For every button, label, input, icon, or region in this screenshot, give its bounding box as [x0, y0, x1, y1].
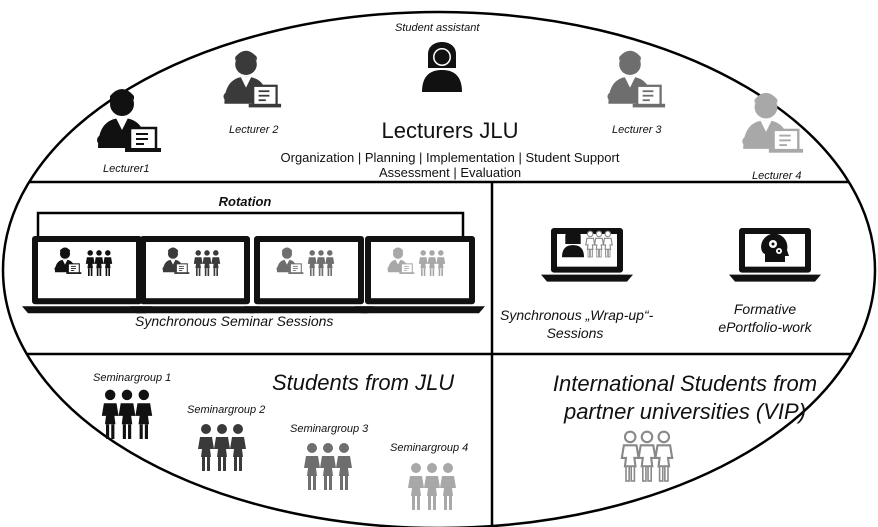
tasks-line-2: Assessment | Evaluation — [378, 165, 522, 180]
portfolio-line-2: ePortfolio-work — [718, 319, 812, 335]
seminar-laptop-3-students-icon — [307, 250, 335, 276]
wrapup-caption: Synchronous „Wrap-up“- Sessions — [500, 306, 654, 342]
seminar-sessions-caption: Synchronous Seminar Sessions — [135, 313, 334, 329]
tasks-line-1: Organization | Planning | Implementation… — [280, 150, 620, 165]
students-jlu-title: Students from JLU — [272, 370, 455, 395]
international-students-title: International Students from partner univ… — [500, 370, 870, 426]
wrapup-students-icon — [585, 230, 613, 258]
wrapup-line-1: Synchronous „Wrap-up“- — [500, 307, 654, 323]
seminar-laptop-1-lecturer-icon — [54, 247, 82, 274]
portfolio-line-1: Formative — [733, 301, 797, 317]
lecturer-tasks: Organization | Planning | Implementation… — [230, 150, 670, 180]
seminargroup-3-label: Seminargroup 3 — [290, 423, 369, 435]
international-students-icon — [620, 430, 674, 482]
seminar-laptop-2-lecturer-icon — [162, 247, 190, 274]
seminargroup-2-label: Seminargroup 2 — [187, 404, 266, 416]
lecturer-4-label: Lecturer 4 — [752, 170, 802, 182]
wrapup-assistant-icon — [562, 229, 584, 258]
seminar-laptop-2 — [130, 236, 260, 314]
lecturer-3-icon — [607, 50, 666, 108]
lecturer-2-icon — [223, 50, 282, 108]
seminar-laptop-4-students-icon — [418, 250, 446, 276]
lecturer-1-label: Lecturer1 — [103, 163, 150, 175]
seminar-laptop-2-students-icon — [193, 250, 221, 276]
rotation-bracket — [36, 211, 465, 238]
student-assistant-label: Student assistant — [395, 22, 480, 34]
wrapup-laptop — [541, 228, 633, 282]
seminar-laptop-1-students-icon — [85, 250, 113, 276]
portfolio-caption: Formative ePortfolio-work — [700, 300, 830, 336]
seminar-laptop-4 — [355, 236, 485, 314]
seminargroup-2-icon — [198, 424, 246, 471]
international-line-1: International Students from — [552, 371, 818, 396]
outer-frame — [1, 10, 877, 527]
seminar-laptop-3 — [244, 236, 374, 314]
international-line-2: partner universities (VIP) — [563, 399, 807, 424]
lecturer-1-icon — [97, 89, 161, 152]
portfolio-laptop — [729, 228, 821, 282]
head-gears-icon — [761, 233, 789, 262]
wrapup-line-2: Sessions — [546, 325, 604, 341]
student-assistant-icon — [422, 42, 462, 92]
lecturers-title: Lecturers JLU — [381, 118, 519, 143]
outer-oval — [1, 10, 877, 527]
seminar-laptop-1 — [22, 236, 152, 314]
lecturer-4-icon — [742, 92, 804, 153]
rotation-label: Rotation — [218, 194, 272, 209]
seminar-laptop-3-lecturer-icon — [276, 247, 304, 274]
seminargroup-1-label: Seminargroup 1 — [93, 372, 172, 384]
lecturer-3-label: Lecturer 3 — [612, 124, 662, 136]
seminar-laptop-4-lecturer-icon — [387, 247, 415, 274]
seminargroup-3-icon — [304, 443, 352, 490]
lecturer-2-label: Lecturer 2 — [229, 124, 279, 136]
seminargroup-4-label: Seminargroup 4 — [390, 442, 469, 454]
seminargroup-1-icon — [101, 389, 153, 439]
seminargroup-4-icon — [408, 463, 456, 510]
